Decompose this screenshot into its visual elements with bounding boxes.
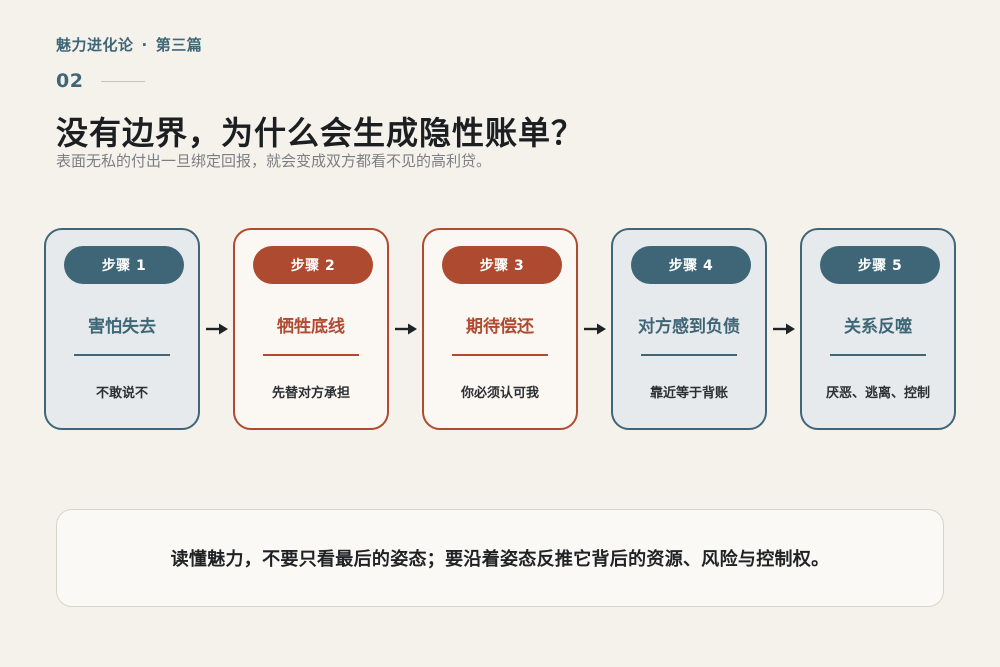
step-desc-2: 先替对方承担 (271, 386, 350, 401)
step-badge-3: 步骤 3 (442, 246, 562, 284)
arrow-right-icon (578, 319, 611, 339)
section-number-row: 02 (56, 70, 146, 92)
step-desc-5: 厌恶、逃离、控制 (825, 386, 930, 401)
step-card-2: 步骤 2 牺牲底线 先替对方承担 (233, 228, 389, 430)
step-badge-5: 步骤 5 (820, 246, 940, 284)
step-heading-4: 对方感到负债 (638, 317, 740, 337)
step-desc-4: 靠近等于背账 (649, 386, 728, 401)
step-divider-2 (263, 354, 359, 356)
step-badge-4: 步骤 4 (631, 246, 751, 284)
step-divider-4 (641, 354, 737, 356)
arrow-right-icon (200, 319, 233, 339)
section-number-rule (101, 80, 146, 82)
section-number: 02 (56, 70, 84, 92)
step-divider-3 (452, 354, 548, 356)
series-separator: · (141, 36, 148, 54)
step-heading-5: 关系反噬 (844, 317, 912, 337)
page-subtitle: 表面无私的付出一旦绑定回报，就会变成双方都看不见的高利贷。 (56, 152, 492, 170)
step-divider-1 (74, 354, 170, 356)
summary-box: 读懂魅力，不要只看最后的姿态；要沿着姿态反推它背后的资源、风险与控制权。 (56, 509, 944, 607)
step-card-4: 步骤 4 对方感到负债 靠近等于背账 (611, 228, 767, 430)
page-title: 没有边界，为什么会生成隐性账单？ (56, 114, 585, 152)
step-heading-3: 期待偿还 (466, 317, 534, 337)
series-label: 魅力进化论 · 第三篇 (56, 34, 202, 55)
step-flow: 步骤 1 害怕失去 不敢说不 步骤 2 牺牲底线 先替对方承担 步骤 3 期待偿… (44, 228, 956, 430)
step-badge-2: 步骤 2 (253, 246, 373, 284)
arrow-right-icon (767, 319, 800, 339)
step-heading-2: 牺牲底线 (277, 317, 345, 337)
step-heading-1: 害怕失去 (88, 317, 156, 337)
step-divider-5 (830, 354, 926, 356)
step-card-3: 步骤 3 期待偿还 你必须认可我 (422, 228, 578, 430)
summary-text: 读懂魅力，不要只看最后的姿态；要沿着姿态反推它背后的资源、风险与控制权。 (170, 549, 830, 570)
step-desc-3: 你必须认可我 (460, 386, 539, 401)
step-card-1: 步骤 1 害怕失去 不敢说不 (44, 228, 200, 430)
step-desc-1: 不敢说不 (95, 386, 148, 401)
step-badge-1: 步骤 1 (64, 246, 184, 284)
arrow-right-icon (389, 319, 422, 339)
step-card-5: 步骤 5 关系反噬 厌恶、逃离、控制 (800, 228, 956, 430)
series-name: 魅力进化论 (56, 36, 134, 54)
series-part: 第三篇 (155, 36, 203, 54)
